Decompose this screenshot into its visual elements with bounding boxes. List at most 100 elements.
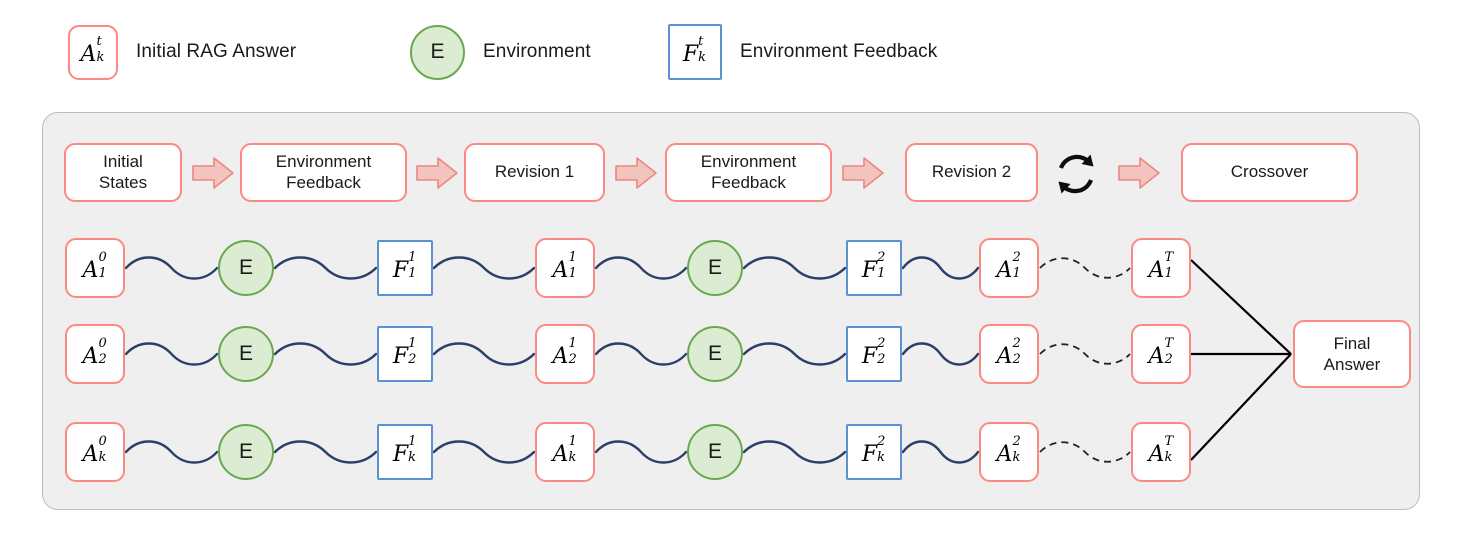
node-r2-c8-symbol-sup: T [1164,335,1174,351]
node-r1-c4-symbol-base: A [552,257,569,283]
legend-label-initial-rag-answer: Initial RAG Answer [136,41,297,62]
node-r2-c6-symbol-sup: 2 [877,335,886,351]
node-r2-c6-symbol-base: F [861,343,878,369]
node-rk-c7-symbol-base: A [996,441,1013,467]
node-r1-c8-symbol-sup: T [1164,249,1174,265]
node-r1-c2-symbol: E [238,256,253,279]
legend-symbol-answer-sub: k [96,49,105,65]
node-rk-c2-symbol: E [238,440,253,463]
node-r1-c6-symbol-sup: 2 [877,249,886,265]
node-rk-c3-symbol-base: F [392,441,409,467]
legend-symbol-feedback-base: F [682,41,699,67]
node-r1-c3-symbol-sub: 1 [408,265,417,281]
node-rk-c7-symbol-sup: 2 [1012,433,1021,449]
node-r2-c3-symbol-sup: 1 [408,335,417,351]
node-r1-c5-env[interactable]: E [687,240,743,296]
stage-box-revision-1[interactable]: Revision 1 [464,143,605,202]
stage-label-crossover: Crossover [1230,162,1309,182]
node-r2-c4-symbol-base: A [552,343,569,369]
legend-symbol-feedback-sup: t [698,33,704,49]
node-rk-c7-symbol-sub: k [1012,449,1021,465]
node-rk-c1-symbol-base: A [82,441,99,467]
node-r1-c3-symbol-sup: 1 [408,249,417,265]
stage-box-revision-2[interactable]: Revision 2 [905,143,1038,202]
legend-swatch-environment: E [410,24,465,80]
node-rk-c3-symbol-sup: 1 [408,433,417,449]
legend-symbol-feedback-sub: k [698,49,707,65]
node-r1-c6-symbol-base: F [861,257,878,283]
legend-symbol-answer-base: A [80,41,97,67]
node-r2-c5-symbol: E [707,342,722,365]
node-r2-c5-env[interactable]: E [687,326,743,382]
block-arrow-1 [192,157,234,189]
node-rk-c1-symbol-sup: 0 [98,433,107,449]
node-r1-c8-symbol-base: A [1148,257,1165,283]
node-rk-c2-env[interactable]: E [218,424,274,480]
legend-item-environment: E Environment [410,22,591,82]
node-r1-c1-symbol-sup: 0 [98,249,107,265]
block-arrow-3 [615,157,657,189]
node-r2-c1-symbol-base: A [82,343,99,369]
node-r1-c7-symbol-sup: 2 [1012,249,1021,265]
node-r1-c4-symbol-sup: 1 [568,249,577,265]
legend-symbol-answer-sup: t [96,33,102,49]
node-rk-c6-symbol-sub: k [877,449,886,465]
node-r2-c4-symbol-sub: 2 [568,351,577,367]
legend-symbol-environment: E [430,40,445,63]
node-r2-c1-symbol-sub: 2 [98,351,107,367]
node-r2-c2-env[interactable]: E [218,326,274,382]
node-r1-c2-env[interactable]: E [218,240,274,296]
node-r2-c7-symbol-base: A [996,343,1013,369]
block-arrow-2 [416,157,458,189]
node-r2-c7-symbol-sub: 2 [1012,351,1021,367]
node-rk-c4-symbol-sub: k [568,449,577,465]
stage-box-crossover[interactable]: Crossover [1181,143,1358,202]
node-rk-c5-env[interactable]: E [687,424,743,480]
node-rk-c1-symbol-sub: k [98,449,107,465]
node-r1-c6-symbol-sub: 1 [877,265,886,281]
block-arrow-4 [842,157,884,189]
